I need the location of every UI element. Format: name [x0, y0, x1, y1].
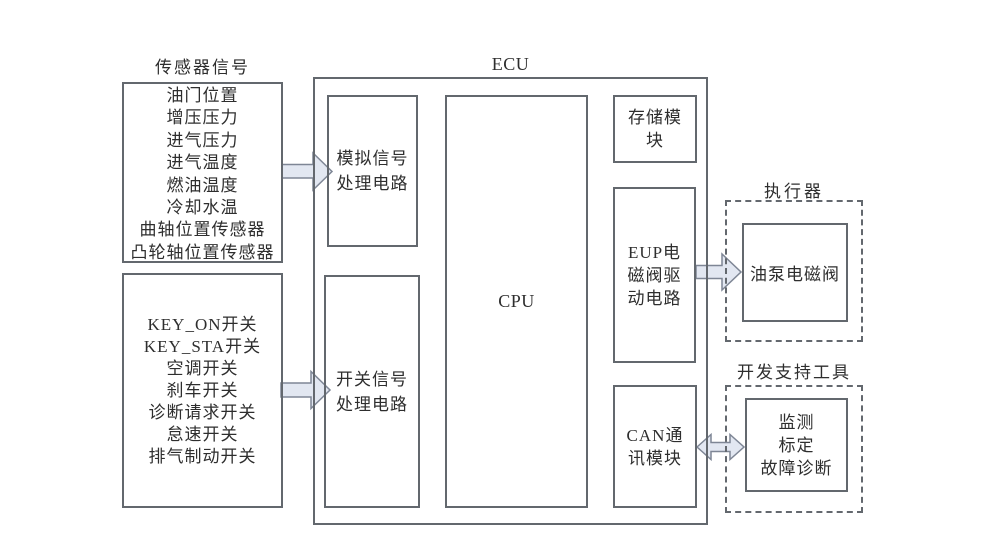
cpu-label: CPU [498, 291, 535, 311]
sensor-item: 进气压力 [166, 130, 239, 150]
eup-drive-circuit-label: 磁阀驱 [627, 265, 682, 285]
monitor-calibrate-diagnose-box: 监测 标定 故障诊断 [745, 398, 848, 492]
switch-item: 诊断请求开关 [148, 402, 257, 422]
cpu-box: CPU [445, 95, 588, 508]
storage-module-label: 存储模 [628, 108, 682, 127]
dev-tools-group-box [725, 385, 863, 513]
switch-item: KEY_STA开关 [143, 336, 262, 356]
sensor-item: 曲轴位置传感器 [139, 220, 266, 240]
switch-signal-circuit-label: 开关信号 [336, 369, 408, 389]
eup-drive-circuit-label: 动电路 [627, 288, 682, 308]
switch-signal-circuit-box: 开关信号 处理电路 [324, 275, 420, 508]
actuator-group-title: 执行器 [764, 182, 824, 201]
pump-solenoid-box: 油泵电磁阀 [742, 223, 848, 322]
calibrate-label: 标定 [778, 435, 815, 455]
can-module-label: CAN通 [626, 425, 684, 445]
switch-item: 刹车开关 [166, 380, 239, 400]
can-module-box: CAN通 讯模块 [613, 385, 697, 508]
pump-solenoid-label: 油泵电磁阀 [750, 265, 840, 284]
analog-signal-circuit-label: 模拟信号 [336, 149, 409, 168]
sensor-item: 冷却水温 [166, 198, 239, 218]
sensor-signals-box: 油门位置 增压压力 进气压力 进气温度 燃油温度 冷却水温 曲轴位置传感器 凸轮… [122, 82, 283, 263]
actuator-group-box [725, 200, 863, 342]
eup-drive-circuit-label: EUP电 [627, 242, 682, 262]
switch-item: 怠速开关 [166, 424, 239, 444]
storage-module-box: 存储模 块 [613, 95, 697, 163]
analog-signal-circuit-box: 模拟信号 处理电路 [327, 95, 418, 247]
sensor-item: 进气温度 [166, 153, 239, 173]
sensor-signals-title: 传感器信号 [155, 58, 250, 77]
switch-signals-box: KEY_ON开关 KEY_STA开关 空调开关 刹车开关 诊断请求开关 怠速开关… [122, 273, 283, 508]
eup-drive-circuit-box: EUP电 磁阀驱 动电路 [613, 187, 696, 363]
switch-item: 排气制动开关 [148, 446, 257, 466]
switch-item: 空调开关 [166, 358, 239, 378]
dev-tools-group-title: 开发支持工具 [737, 363, 851, 382]
ecu-box [313, 77, 708, 525]
sensor-item: 燃油温度 [166, 175, 239, 195]
analog-signal-circuit-label: 处理电路 [336, 174, 409, 193]
sensor-item: 增压压力 [166, 108, 239, 128]
can-module-label: 讯模块 [628, 448, 682, 468]
ecu-title: ECU [491, 54, 530, 74]
storage-module-label: 块 [646, 131, 664, 150]
monitor-label: 监测 [778, 412, 815, 432]
switch-signal-circuit-label: 处理电路 [336, 394, 408, 414]
sensor-item: 油门位置 [166, 86, 239, 105]
switch-item: KEY_ON开关 [147, 314, 258, 334]
sensor-item: 凸轮轴位置传感器 [130, 242, 275, 262]
diagnose-label: 故障诊断 [760, 458, 833, 478]
